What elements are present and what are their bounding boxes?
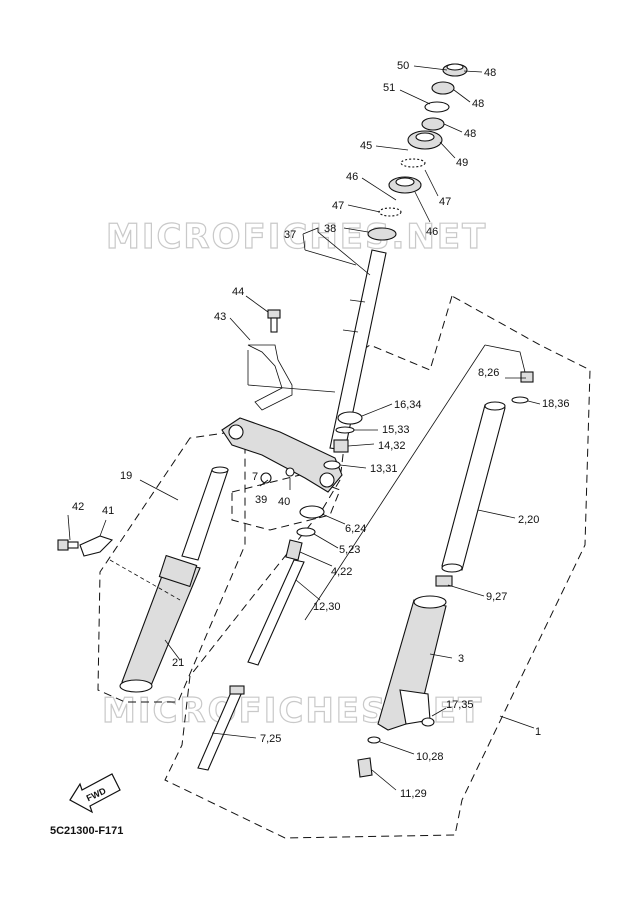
callout-37: 37	[284, 229, 296, 241]
part-race-38	[367, 227, 397, 241]
watermark-top: MICROFICHES.NET	[106, 217, 487, 257]
part-damper-rod-12	[247, 559, 305, 666]
part-nut-48a	[431, 81, 455, 95]
left-fork-assembly	[57, 466, 229, 693]
part-bolt-42	[57, 539, 69, 551]
callout-6-24: 6,24	[345, 523, 366, 535]
part-cap-8	[520, 371, 534, 383]
callout-16-34: 16,34	[394, 399, 422, 411]
callout-42: 42	[72, 501, 84, 513]
callout-46-b: 46	[426, 226, 438, 238]
part-collar-14	[333, 439, 349, 453]
callout-49: 49	[456, 157, 468, 169]
leader-lines	[67, 65, 541, 791]
part-seal-9	[435, 575, 453, 587]
callout-10-28: 10,28	[416, 751, 444, 763]
callout-43: 43	[214, 311, 226, 323]
part-oil-seal-16	[337, 411, 363, 425]
center-internals	[197, 411, 363, 771]
part-bushing-6	[299, 505, 325, 519]
callout-46-a: 46	[346, 171, 358, 183]
callout-39: 39	[255, 494, 267, 506]
callout-47-a: 47	[439, 196, 451, 208]
callout-44: 44	[232, 286, 244, 298]
callout-21: 21	[172, 657, 184, 669]
part-clip-17	[421, 717, 435, 727]
part-clip-15	[335, 426, 355, 434]
part-bolt-44	[267, 309, 281, 319]
part-washer-40	[285, 467, 295, 477]
callout-45: 45	[360, 140, 372, 152]
part-clip-18	[511, 396, 529, 404]
callout-labels: 50 48 51 48 48 45 49 46 47 47 46 37 38 4…	[72, 60, 570, 800]
callout-11-29: 11,29	[400, 788, 427, 800]
callout-9-27: 9,27	[486, 591, 507, 603]
callout-8-26: 8,26	[478, 367, 499, 379]
callout-51: 51	[383, 82, 395, 94]
callout-3: 3	[458, 653, 464, 665]
part-bolt-11	[357, 757, 373, 778]
callout-12-30: 12,30	[313, 601, 341, 613]
right-fork-assembly	[304, 344, 534, 778]
callout-18-36: 18,36	[542, 398, 570, 410]
part-ring-13	[323, 460, 341, 470]
callout-48-b: 48	[472, 98, 484, 110]
part-ring-5	[296, 527, 316, 537]
part-spring-seat-4	[285, 539, 303, 561]
callout-1: 1	[535, 726, 541, 738]
callout-13-31: 13,31	[370, 463, 398, 475]
callout-17-35: 17,35	[446, 699, 474, 711]
callout-48-a: 48	[484, 67, 496, 79]
part-balls-47a	[400, 158, 426, 168]
part-balls-47b	[378, 207, 402, 217]
callout-48-c: 48	[464, 128, 476, 140]
part-inner-tube-19	[181, 469, 229, 561]
callout-47-b: 47	[332, 200, 344, 212]
callout-41: 41	[102, 505, 114, 517]
part-bolt-39	[260, 472, 272, 484]
part-nut-48b	[421, 117, 445, 131]
callout-19: 19	[120, 470, 132, 482]
callout-14-32: 14,32	[378, 440, 406, 452]
callout-2-20: 2,20	[518, 514, 539, 526]
part-hose-holder-43	[247, 344, 293, 411]
callout-50: 50	[397, 60, 409, 72]
part-under-bracket	[221, 417, 343, 493]
callout-5-23: 5,23	[339, 544, 360, 556]
callout-40: 40	[278, 496, 290, 508]
part-gasket-10	[367, 736, 381, 744]
part-inner-tube-2	[441, 404, 506, 571]
callout-4-22: 4,22	[331, 566, 352, 578]
forward-direction-arrow: FWD	[69, 773, 121, 814]
callout-38: 38	[324, 223, 336, 235]
part-washer-51	[424, 101, 450, 113]
callout-7-25: 7,25	[260, 733, 281, 745]
callout-15-33: 15,33	[382, 424, 410, 436]
callout-7: 7	[252, 471, 258, 483]
steering-stem-assembly	[221, 63, 468, 493]
diagram-code: 5C21300-F171	[50, 825, 123, 837]
part-bracket-41	[79, 535, 114, 557]
